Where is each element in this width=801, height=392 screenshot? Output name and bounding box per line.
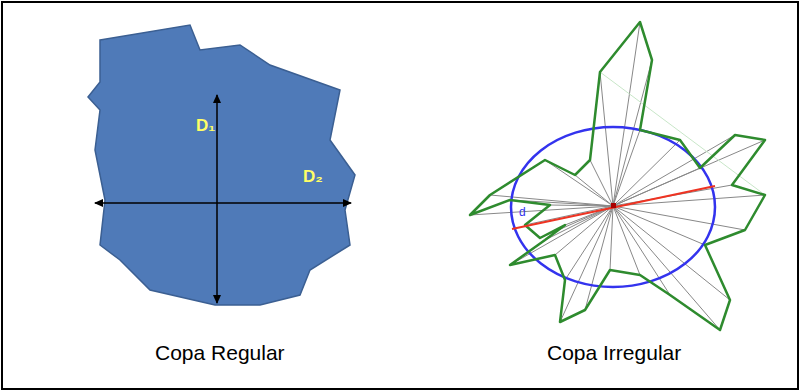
radius-ray <box>613 206 640 275</box>
radius-ray <box>600 72 613 206</box>
radius-ray <box>545 206 613 240</box>
dimension-label: D₁ <box>196 117 215 134</box>
regular-crown <box>88 25 355 305</box>
irregular-crown <box>470 22 765 330</box>
fitted-circle <box>511 127 715 287</box>
radius-ray <box>613 130 640 206</box>
radius-ray <box>613 206 720 330</box>
radius-ray <box>560 206 613 322</box>
radius-ray <box>613 195 765 206</box>
diameter-arrow <box>95 202 351 204</box>
figure-caption: Copa Regular <box>155 342 285 363</box>
dimension-label: d <box>519 206 526 218</box>
radius-rays <box>470 22 765 330</box>
diameter-arrow <box>216 95 218 303</box>
radius-ray <box>613 206 670 295</box>
radius-ray <box>613 206 745 230</box>
diameter-line <box>512 186 715 229</box>
dimension-label: D₂ <box>303 168 323 185</box>
figure-caption: Copa Irregular <box>547 342 681 363</box>
radius-ray <box>613 206 705 245</box>
radius-ray <box>613 60 652 206</box>
center-point <box>611 203 616 208</box>
tangent-line <box>600 72 765 195</box>
radius-ray <box>545 160 613 206</box>
radius-ray <box>575 175 613 206</box>
radius-ray <box>510 206 613 265</box>
